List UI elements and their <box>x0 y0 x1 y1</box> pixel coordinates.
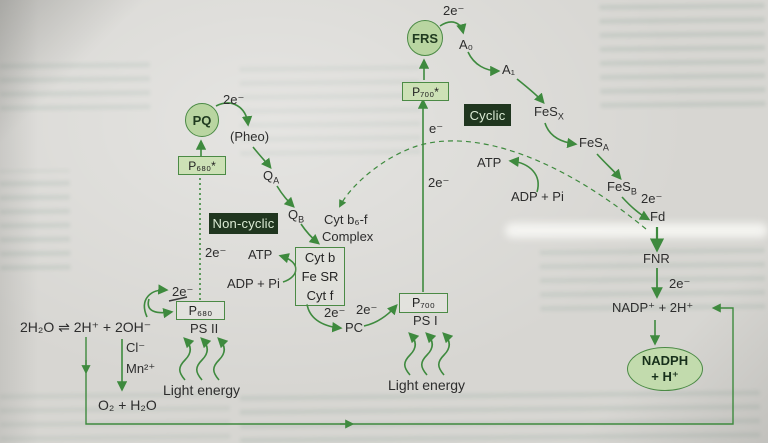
pq-label: PQ <box>192 112 212 128</box>
adp-pi-label-cyclic: ADP + Pi <box>511 189 564 204</box>
nadph-node: NADPH + H⁺ <box>627 347 703 391</box>
p700-label: P₇₀₀ <box>411 296 435 310</box>
arrow-fesb-to-fd <box>621 196 651 221</box>
qa-base: Q <box>263 168 274 183</box>
light-wave-arrow-ps2 <box>195 337 212 381</box>
cyt-complex-title-1: Cyt b₆-f <box>324 212 368 227</box>
arrow-cyt-to-pc <box>306 303 343 333</box>
non-cyclic-badge: Non-cyclic <box>209 213 278 234</box>
electron-label-p700line: 2e⁻ <box>428 175 450 190</box>
nadp-label: NADP⁺ + 2H⁺ <box>612 300 694 315</box>
arrow-pc-to-p700 <box>363 304 398 327</box>
atp-label-cyclic: ATP <box>477 155 502 170</box>
fesa-base: FeS <box>579 135 603 150</box>
line-h-plus-feed <box>85 303 734 425</box>
electron-label-frs: 2e⁻ <box>443 3 465 18</box>
electron-label-cyclic: e⁻ <box>429 121 444 136</box>
manganese-cofactor-label: Mn²⁺ <box>126 361 156 376</box>
light-wave-arrow-ps1 <box>420 332 437 376</box>
atp-label-noncyclic: ATP <box>248 247 273 262</box>
p700-star-box: P₇₀₀* <box>402 82 449 101</box>
p680-box: P₆₈₀ <box>176 301 225 320</box>
cyclic-badge-label: Cyclic <box>469 107 506 123</box>
ps2-label: PS II <box>190 321 219 336</box>
nadph-label-line1: NADPH <box>641 352 689 368</box>
fe-sr-label: Fe SR <box>301 269 339 284</box>
fesx-base: FeS <box>534 104 558 119</box>
a0-label: A₀ <box>459 37 474 52</box>
ps1-label: PS I <box>413 313 438 328</box>
adp-pi-label-noncyclic: ADP + Pi <box>227 276 280 291</box>
p700-star-label: P₇₀₀* <box>412 84 439 99</box>
a1-label: A₁ <box>502 62 516 77</box>
fesb-sub: B <box>630 186 637 197</box>
non-cyclic-badge-label: Non-cyclic <box>212 216 275 231</box>
arrow-a1-to-fesx <box>516 78 545 104</box>
qb-sub: B <box>298 214 305 225</box>
fesa-label: FeSA <box>579 135 609 153</box>
arrow-a0-to-a1 <box>467 51 501 77</box>
light-wave-arrow-ps2 <box>212 337 229 381</box>
cyt-b-label: Cyt b <box>304 250 336 265</box>
qb-label: QB <box>288 207 305 225</box>
light-wave-arrow-ps2 <box>178 337 195 381</box>
pheo-label: (Pheo) <box>230 129 270 144</box>
fesa-sub: A <box>602 142 609 153</box>
dashed-cyclic-path-fd-to-cyt <box>339 140 647 230</box>
pc-label: PC <box>345 320 364 335</box>
arrow-frs-to-a0 <box>439 21 467 35</box>
cyclic-badge: Cyclic <box>464 104 511 126</box>
fnr-label: FNR <box>643 251 670 266</box>
fd-label: Fd <box>650 209 666 224</box>
arrow-pheo-to-qa <box>252 146 272 170</box>
light-energy-label-ps2: Light energy <box>163 382 241 398</box>
cytochrome-box: Cyt b Fe SR Cyt f <box>295 247 345 306</box>
electron-label-fnr: 2e⁻ <box>669 276 691 291</box>
fesx-label: FeSX <box>534 104 564 122</box>
arrow-fesx-to-fesa <box>544 122 578 149</box>
arrow-qb-to-cytcomplex <box>300 223 320 245</box>
p680-label: P₆₈₀ <box>188 303 213 318</box>
electron-label-fesb: 2e⁻ <box>641 191 663 206</box>
arrow-adp-to-atp-noncyclic <box>278 253 297 283</box>
qb-base: Q <box>288 207 299 222</box>
water-splitting-equation: 2H₂O ⇌ 2H⁺ + 2OH⁻ <box>20 319 152 335</box>
light-wave-arrow-ps1 <box>437 332 454 376</box>
light-wave-arrow-ps1 <box>403 332 420 376</box>
pq-node: PQ <box>185 103 219 137</box>
qa-label: QA <box>263 168 280 186</box>
electron-label-pc-right: 2e⁻ <box>356 302 378 317</box>
frs-node: FRS <box>407 20 443 56</box>
fesb-label: FeSB <box>607 179 637 197</box>
underline-2e-mark <box>168 296 188 302</box>
paper-crease <box>505 223 768 238</box>
arrow-fesa-to-fesb <box>596 153 622 180</box>
oxygen-product-label: O₂ + H₂O <box>98 397 157 413</box>
cyt-f-label: Cyt f <box>306 288 334 303</box>
arrow-water-to-2e <box>143 284 169 318</box>
cyt-complex-title-2: Complex <box>322 229 374 244</box>
p700-box: P₇₀₀ <box>399 293 448 313</box>
qa-sub: A <box>273 175 280 186</box>
fesb-base: FeS <box>607 179 631 194</box>
arrow-qa-to-qb <box>276 185 295 208</box>
chloride-cofactor-label: Cl⁻ <box>126 340 146 355</box>
fesx-sub: X <box>557 111 564 122</box>
electron-label-pc-left: 2e⁻ <box>324 305 346 320</box>
electron-label-noncyclic: 2e⁻ <box>205 245 227 260</box>
electron-label-p680: 2e⁻ <box>172 284 194 299</box>
p680-star-box: P₆₈₀* <box>178 156 226 175</box>
nadph-label-line2: + H⁺ <box>651 369 679 384</box>
arrow-2e-to-p680 <box>147 298 174 319</box>
frs-label: FRS <box>412 30 438 46</box>
light-energy-label-ps1: Light energy <box>388 377 466 393</box>
electron-label-pq: 2e⁻ <box>223 92 245 107</box>
arrow-pq-to-pheo <box>215 102 253 127</box>
p680-star-label: P₆₈₀* <box>188 158 216 173</box>
arrow-adp-to-atp-cyclic <box>508 156 539 193</box>
